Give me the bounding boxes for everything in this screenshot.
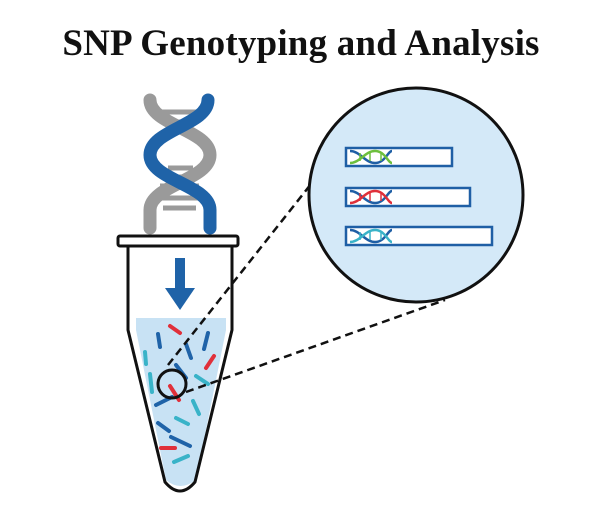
microcentrifuge-tube-icon xyxy=(116,234,240,493)
page-title: SNP Genotyping and Analysis xyxy=(62,23,540,64)
zoom-fragment-2 xyxy=(344,186,472,208)
zoom-fragment-1 xyxy=(344,146,454,168)
zoom-fragment-3 xyxy=(344,225,494,247)
dna-helix-icon xyxy=(143,93,217,235)
zoom-connector-lines xyxy=(167,159,446,394)
down-arrow-icon xyxy=(165,258,195,310)
dna-fragments-in-tube xyxy=(143,324,216,464)
zoom-source-ring xyxy=(156,368,188,400)
